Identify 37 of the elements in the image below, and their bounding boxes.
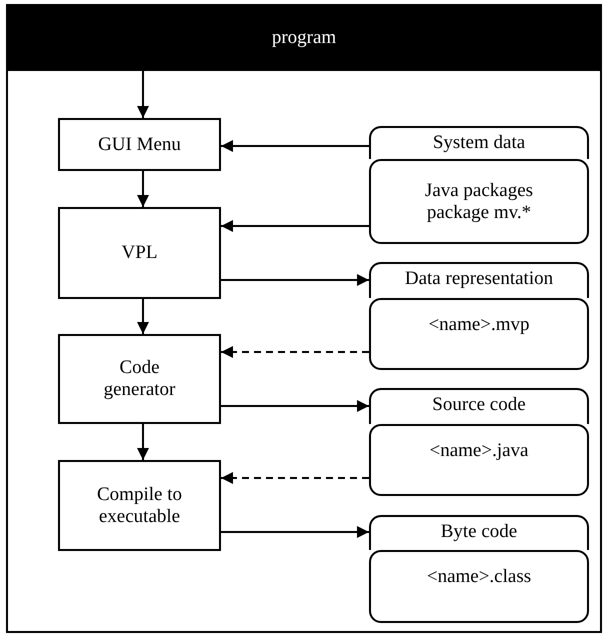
arrow — [137, 71, 149, 118]
store-header-box — [369, 388, 589, 424]
arrow — [137, 299, 149, 334]
arrow — [221, 472, 369, 484]
arrow — [221, 526, 369, 538]
node-label: VPL — [122, 242, 158, 264]
node-label: Byte code — [440, 521, 518, 543]
node-label: Data representation — [404, 268, 554, 290]
arrow — [221, 346, 369, 358]
process-box — [58, 460, 221, 551]
arrow — [221, 220, 369, 232]
node-label: GUI Menu — [98, 134, 181, 156]
store-header-box — [369, 515, 589, 550]
arrow — [221, 274, 369, 286]
store-content-box — [369, 159, 589, 244]
node-label: Compile to executable — [96, 484, 183, 528]
node-label: Source code — [432, 394, 526, 416]
process-box — [58, 334, 221, 424]
arrow — [137, 424, 149, 460]
title-band — [7, 5, 601, 71]
arrow — [137, 171, 149, 207]
node-label: <name>.mvp — [428, 314, 530, 336]
title-text: program — [272, 27, 336, 49]
process-box — [58, 118, 221, 171]
store-content-box — [369, 550, 589, 623]
node-label: System data — [432, 132, 526, 154]
process-box — [58, 207, 221, 299]
arrow — [221, 140, 369, 152]
store-content-box — [369, 298, 589, 370]
store-header-box — [369, 262, 589, 298]
store-content-box — [369, 424, 589, 496]
node-label: Code generator — [102, 357, 176, 401]
node-label: Java packages package mv.* — [424, 180, 534, 224]
store-header-box — [369, 126, 589, 159]
node-label: <name>.java — [430, 440, 528, 462]
node-label: <name>.class — [426, 566, 532, 588]
arrow — [221, 400, 369, 412]
